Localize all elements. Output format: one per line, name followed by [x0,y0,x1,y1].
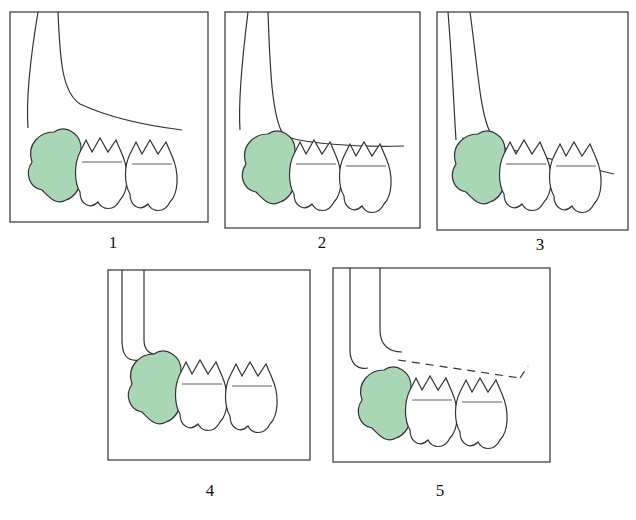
panel-number: 3 [536,236,545,253]
panel-number: 2 [318,234,327,251]
panel-number: 5 [436,482,445,499]
panel-number: 1 [109,234,118,251]
panel-number: 4 [206,482,215,499]
